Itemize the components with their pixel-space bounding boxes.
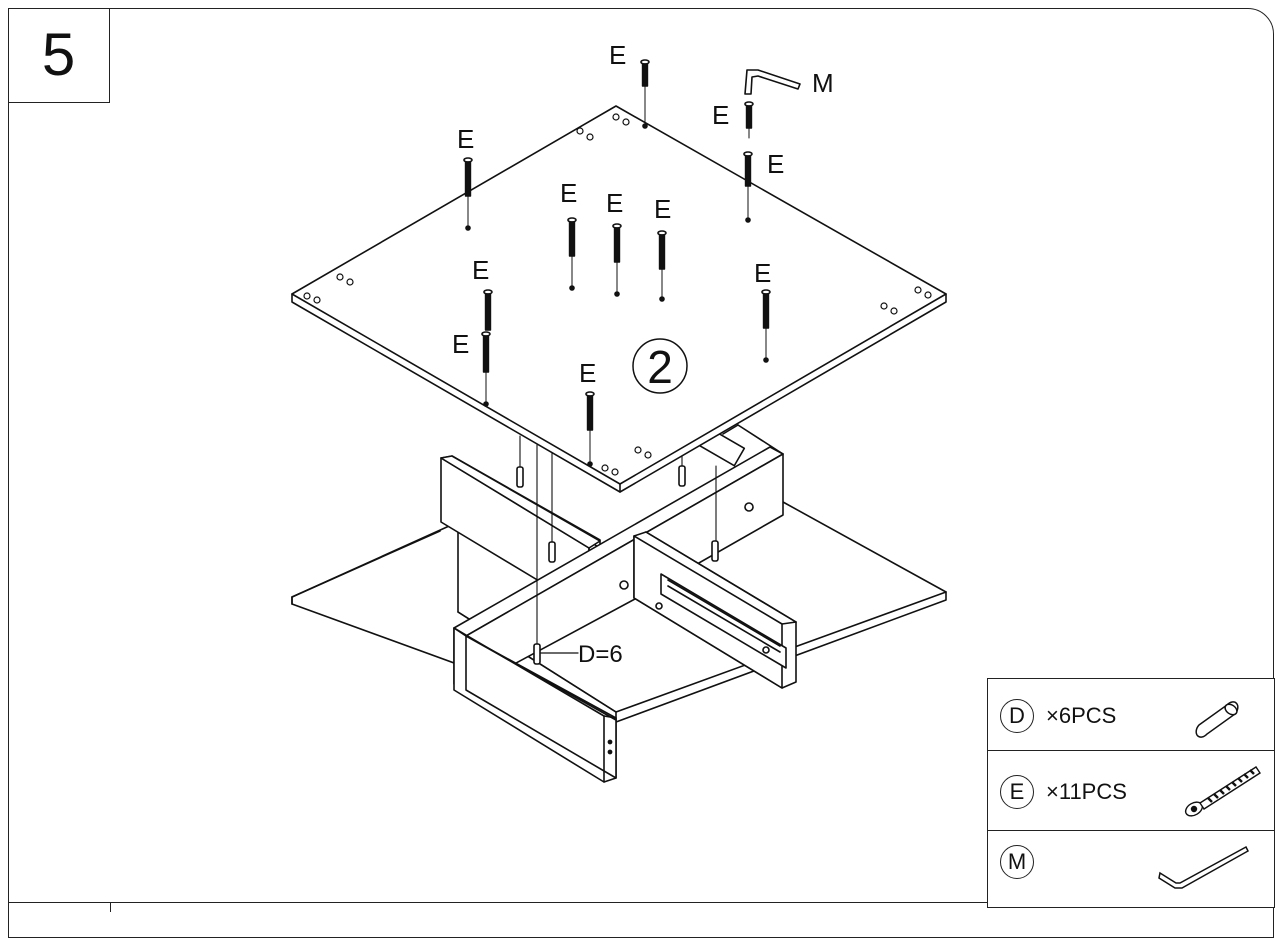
cam-bolt-screw-icon [1184,766,1261,817]
step-number-box: 5 [8,8,110,103]
dowels [516,465,719,665]
part-quantity: ×6PCS [1046,703,1117,728]
part-number-label: 2 [647,341,673,393]
screws [463,59,771,467]
assembly-diagram: 2 E E E E E E E E E E E M D=6 [291,40,947,783]
screw [567,217,577,291]
part-letter: M [1007,849,1027,874]
screw-label: E [609,40,626,70]
part-quantity: ×11PCS [1046,779,1127,804]
parts-row-screw: E ×11PCS [988,751,1274,831]
screw-label: E [452,329,469,359]
screw [743,151,753,223]
hex-key-icon [1158,845,1249,889]
bottom-rule [8,902,1274,903]
screw [761,289,771,363]
screw-label: E [472,255,489,285]
screw-label: E [560,178,577,208]
screw [744,101,754,139]
part-letter: D [1009,703,1025,728]
screw [481,331,491,407]
wooden-dowel-icon [1195,701,1239,738]
top-panel [291,105,947,493]
screw [612,223,622,297]
step-number: 5 [41,21,76,88]
hex-key-label: M [812,68,834,98]
part-letter-badge: D [1000,699,1034,733]
drawer-side-panel [619,427,797,689]
parts-row-hex-key: M [988,831,1274,909]
screw-label: E [754,258,771,288]
part-letter-badge: M [1000,845,1034,879]
parts-row-dowel: D ×6PCS [988,679,1274,751]
part-letter-badge: E [1000,775,1034,809]
dowel-callout-label: D=6 [578,641,623,668]
part-number-badge [632,338,688,394]
front-left-panel [453,627,617,783]
screw-label: E [579,358,596,388]
part-letter: E [1009,779,1025,804]
parts-table: D ×6PCS E ×11PCS M [987,678,1275,908]
hex-key-callout-drawing [744,69,801,95]
screw [463,157,473,231]
screw [585,391,595,467]
screw [657,230,667,302]
top-panel-holes [303,113,932,476]
screw [640,59,650,129]
screw-label: E [767,149,784,179]
screw-label: E [606,188,623,218]
screw-label: E [457,124,474,154]
screw [483,289,493,331]
screw-label: E [654,194,671,224]
screw-label: E [712,100,729,130]
